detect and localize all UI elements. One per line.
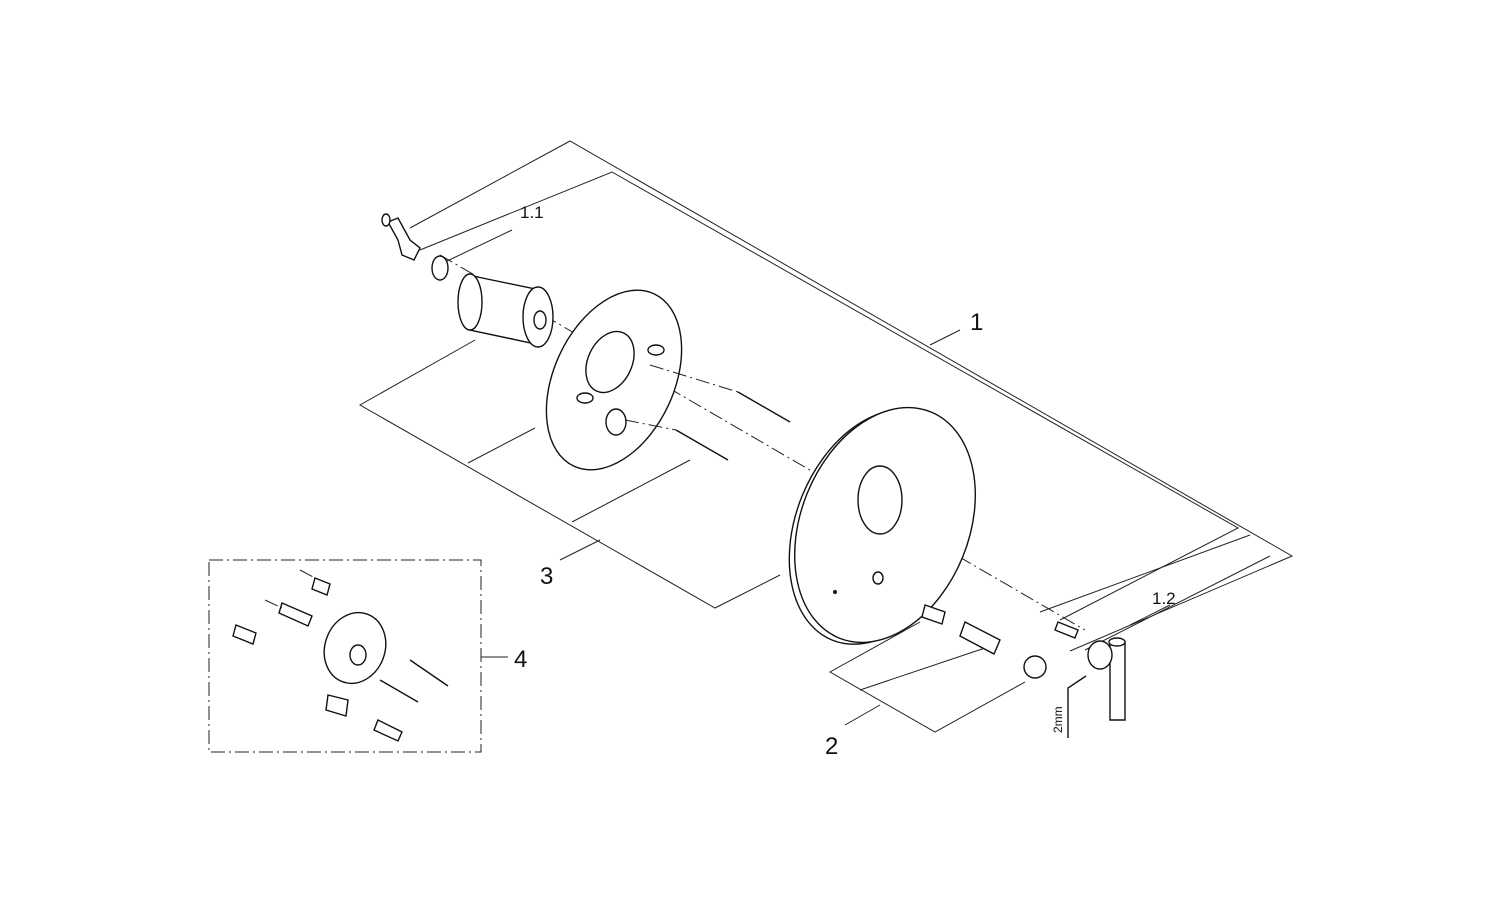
lever-handle-part: [1054, 621, 1126, 738]
bracket-part-1-2: [1084, 555, 1271, 651]
label-part-3: 3: [540, 563, 553, 590]
bracket-part-1-1: [419, 171, 1251, 621]
cartridge-sleeve-part: [457, 273, 554, 348]
label-part-2: 2: [825, 733, 838, 760]
label-part-4: 4: [514, 646, 527, 673]
bracket-part-1: [409, 140, 1294, 652]
label-part-1-2: 1.2: [1152, 589, 1176, 608]
inset-box-part-4: [208, 559, 508, 753]
bracket-part-2: [828, 621, 1026, 733]
bracket-part-3: [358, 339, 781, 609]
mounting-plate-part: [545, 289, 683, 471]
diverter-extension-part: [921, 604, 1047, 679]
label-part-1: 1: [970, 309, 983, 336]
diverter-stem-part: [381, 213, 449, 281]
label-tool-size: 2mm: [1051, 706, 1065, 733]
label-part-1-1: 1.1: [520, 203, 544, 222]
screws-part: [624, 364, 791, 461]
escutcheon-plate-part: [788, 406, 977, 645]
